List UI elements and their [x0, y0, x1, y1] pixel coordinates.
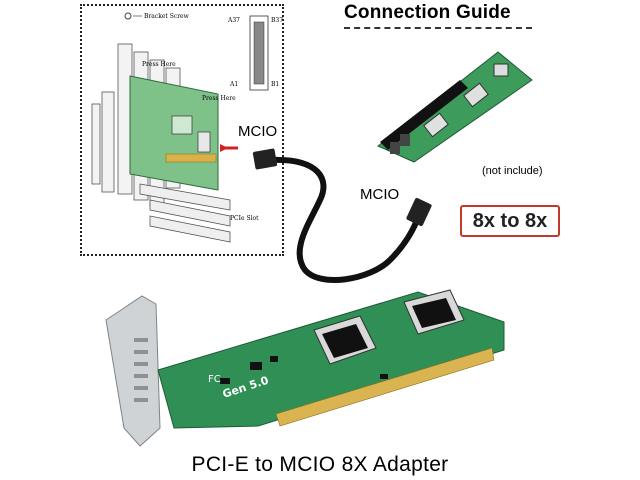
- metal-bracket: [105, 295, 161, 447]
- pin-b37: B37: [271, 17, 283, 24]
- ratio-badge: 8x to 8x: [460, 205, 560, 237]
- mcio-ports: [313, 289, 465, 365]
- mcio-cable: [252, 148, 432, 283]
- pin-a1: A1: [229, 81, 238, 88]
- gold-fingers: [275, 347, 495, 427]
- installation-diagram: Bracket Screw Press Here Press Here PCIe…: [91, 12, 283, 243]
- pin-b1: B1: [271, 81, 279, 88]
- pcie-slots: [139, 183, 231, 243]
- not-include-note: (not include): [482, 165, 543, 177]
- screw-icon: [124, 12, 132, 20]
- mcio-label-left: MCIO: [238, 123, 278, 140]
- mcio-connector-left: [252, 148, 278, 170]
- ce-mark-icon: FC: [208, 374, 221, 385]
- title-underline: [344, 27, 532, 29]
- riser-board-image: [377, 51, 533, 163]
- mcio-connector-right: [406, 197, 432, 227]
- adapter-card-image: Gen 5.0 FC: [105, 289, 505, 447]
- product-title: PCI‑E to MCIO 8X Adapter: [191, 453, 449, 476]
- press-here-label-1: Press Here: [142, 61, 176, 68]
- pin-a37: A37: [227, 17, 240, 24]
- pcie-slot-label: PCIe Slot: [230, 215, 259, 222]
- bracket-screw-label: Bracket Screw: [144, 13, 190, 20]
- press-here-label-2: Press Here: [202, 95, 236, 102]
- page-title: Connection Guide: [344, 2, 511, 23]
- mcio-label-right: MCIO: [360, 186, 400, 203]
